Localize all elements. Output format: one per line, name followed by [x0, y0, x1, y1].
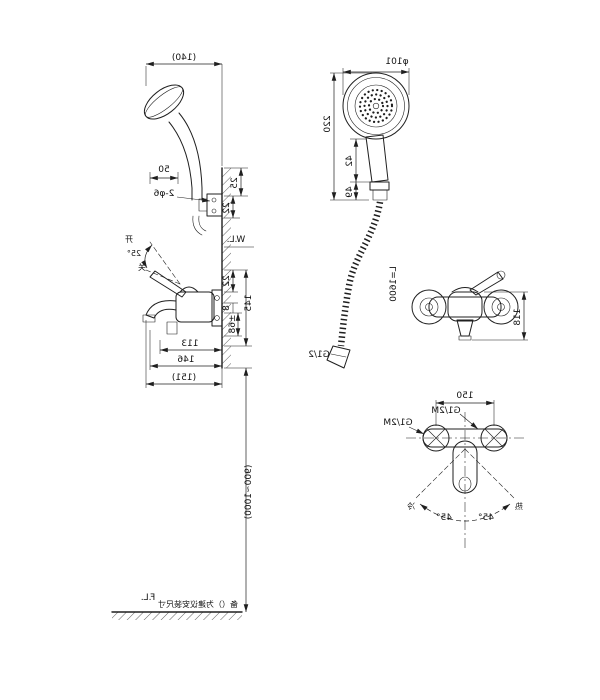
wall-flange [211, 289, 223, 327]
mixer-front-view: 118 [411, 270, 528, 341]
dim-depth-1: 113 [181, 339, 198, 349]
hose-end-fitting [326, 345, 351, 369]
dim-bracket-gap: 22 [222, 202, 232, 213]
swing-angle-right: 45° [478, 513, 494, 523]
spout-front [456, 319, 474, 337]
handle-close-label: 关 [138, 262, 146, 272]
shower-head-front [342, 72, 410, 140]
handle-open-label: 开 [125, 235, 133, 244]
dim-head-offset: 50 [158, 165, 170, 175]
handle-open-position [149, 241, 181, 285]
swing-angle-left: 45° [436, 513, 452, 523]
dim-grip-length: 42 [345, 155, 355, 166]
dim-overall-length: 220 [323, 115, 333, 132]
cold-label: 冷 [407, 501, 415, 511]
spray-nozzles-ring [358, 88, 394, 124]
dim-center-distance: 150 [456, 391, 473, 401]
dim-mount-holes: 2-φ6 [153, 189, 174, 199]
dim-depth-2: 146 [177, 355, 194, 365]
swing-line-left [415, 448, 466, 499]
bracket-screw-hole [211, 208, 217, 214]
top-view: 150 G1/2M G1/2M 45° 45° 冷 热 [383, 391, 524, 548]
handle-close-position [145, 269, 181, 285]
hose-thread-label: G1/2 [308, 350, 329, 360]
hot-label: 热 [515, 501, 523, 511]
hose-tail [192, 215, 203, 236]
mixer-front-dimensions: 118 [472, 291, 528, 341]
mixer-handle-side [149, 270, 187, 298]
dim-depth-3: (151) [172, 373, 196, 383]
dim-spout-height: 145 [244, 294, 254, 311]
shower-grip [365, 134, 389, 183]
dim-front-height: 118 [513, 308, 523, 325]
top-view-dimensions: 150 G1/2M G1/2M 45° 45° 冷 热 [383, 391, 523, 523]
right-escutcheon [483, 289, 519, 325]
spout-side [145, 300, 177, 319]
water-line-label: W.L. [227, 235, 246, 245]
side-view: (140) 50 2-φ6 25 22 W.L. 开 25° 关 [111, 53, 254, 620]
hand-shower-front-view: φ101 220 42 49 L=1600 G1/2 [308, 57, 410, 369]
swing-arc [419, 503, 511, 522]
diverter-knob [166, 321, 178, 335]
thread-label-right: G1/2M [431, 406, 460, 416]
floor-label: F.L. [141, 593, 155, 603]
side-view-dimensions: (140) 50 2-φ6 25 22 W.L. 开 25° 关 [125, 53, 254, 612]
thread-label-left: G1/2M [383, 418, 412, 428]
dim-overall-width: (140) [172, 53, 196, 63]
cartridge-housing [447, 291, 483, 322]
floor-line: F.L. 备（）为建议安装尺寸 [111, 593, 243, 620]
installation-note: 备（）为建议安装尺寸 [158, 599, 238, 609]
flexible-hose [337, 201, 384, 347]
dim-gap-small: 8 [222, 305, 232, 311]
left-escutcheon [411, 289, 447, 325]
handle-swing-arc [141, 244, 153, 269]
mixer-body-front [428, 296, 502, 318]
dim-fitting-length: 49 [345, 186, 355, 198]
handle-top-view [452, 440, 478, 494]
hose-nut [369, 181, 390, 191]
mixer-body-side [175, 291, 215, 323]
dim-hose-length: L=1600 [389, 266, 399, 302]
wall-hatching [222, 168, 231, 368]
handle-angle-label: 25° [127, 249, 141, 258]
dim-body-gap: 22 [222, 275, 232, 286]
dim-spout-drop: ±68 [228, 315, 238, 334]
swing-line-right [464, 448, 515, 499]
dim-install-height: (900~1000) [244, 465, 254, 520]
floor-hatching [112, 612, 242, 620]
bracket-screw-hole [211, 197, 217, 203]
dim-top-gap: 25 [230, 177, 240, 188]
spray-nozzles-ring [367, 97, 385, 115]
dim-head-diameter: φ101 [385, 57, 408, 67]
spray-nozzles-ring [363, 93, 389, 119]
mixer-side [141, 241, 223, 335]
hand-shower-dimensions: φ101 220 42 49 L=1600 G1/2 [308, 57, 410, 360]
hand-shower-side [143, 84, 207, 236]
aerator [142, 314, 156, 323]
mixer-handle-front [469, 271, 504, 296]
